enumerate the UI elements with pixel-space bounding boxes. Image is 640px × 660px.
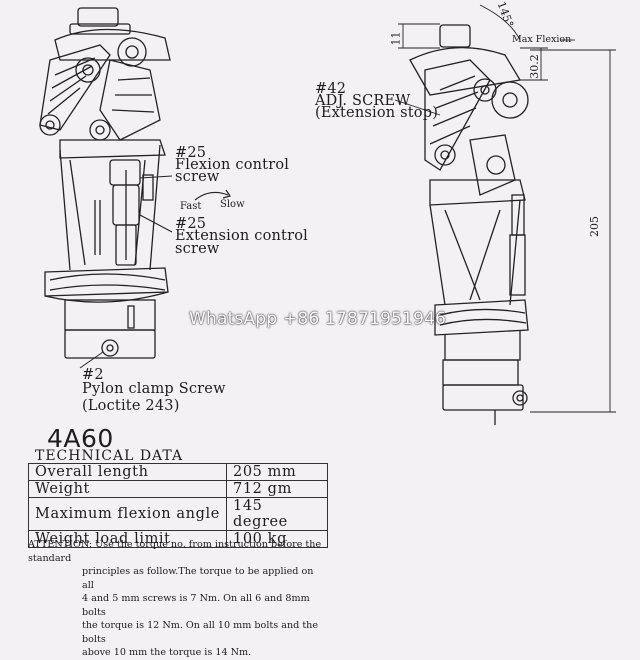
extension-screw-number: #25 [175,216,207,232]
extension-screw-label-1: Extension control [175,228,308,244]
max-flexion-label: Max Flexion [512,34,572,45]
flexion-screw-number: #25 [175,145,207,161]
spec-key: Weight load limit [28,530,227,548]
spec-value: 100 kg [226,530,328,548]
attention-line: 4 and 5 mm screws is 7 Nm. On all 6 and … [82,593,310,618]
knee-joint-front-drawing [39,7,231,369]
attention-note: ATTENTION: Use the torque no. from instr… [28,538,328,660]
flexion-screw-label-1: Flexion control [175,157,290,173]
pylon-screw-label-1: Pylon clamp Screw [82,381,226,397]
pylon-screw-label-2: (Loctite 243) [82,398,180,414]
slow-label: Slow [220,199,245,210]
flexion-screw-label-2: screw [175,169,220,185]
table-row: Weight load limit 100 kg [28,530,328,548]
spec-key: Overall length [28,463,227,481]
spec-key: Weight [28,480,227,498]
fast-label: Fast [180,201,202,212]
table-row: Weight 712 gm [28,480,328,498]
attention-line: above 10 mm the torque is 14 Nm. [82,647,252,658]
dimension-30-2: 30.2 [527,54,541,79]
dimension-11: 11 [389,31,403,46]
attention-line: the torque is 12 Nm. On all 10 mm bolts … [82,620,319,645]
spec-key: Maximum flexion angle [28,497,227,531]
attention-line: principles as follow.The torque to be ap… [82,566,314,591]
spec-value: 145 degree [226,497,328,531]
attention-line: ATTENTION: Use the torque no. from instr… [28,539,322,564]
extension-screw-label-2: screw [175,241,220,257]
table-row: Overall length 205 mm [28,463,328,481]
adj-screw-label-2: (Extension stop) [315,105,439,121]
spec-value: 712 gm [226,480,328,498]
spec-value: 205 mm [226,463,328,481]
dimension-205: 205 [588,216,601,237]
pylon-screw-number: #2 [82,367,104,383]
whatsapp-watermark: WhatsApp +86 17871951946 [189,309,447,329]
adj-screw-number: #42 [315,81,347,97]
model-number: 4A60 [47,424,114,453]
technical-data-table: Overall length 205 mm Weight 712 gm Maxi… [28,463,328,548]
knee-joint-side-drawing [394,4,616,425]
technical-data-title: TECHNICAL DATA [35,448,184,464]
adj-screw-label-1: ADJ. SCREW [315,93,411,109]
table-row: Maximum flexion angle 145 degree [28,497,328,531]
